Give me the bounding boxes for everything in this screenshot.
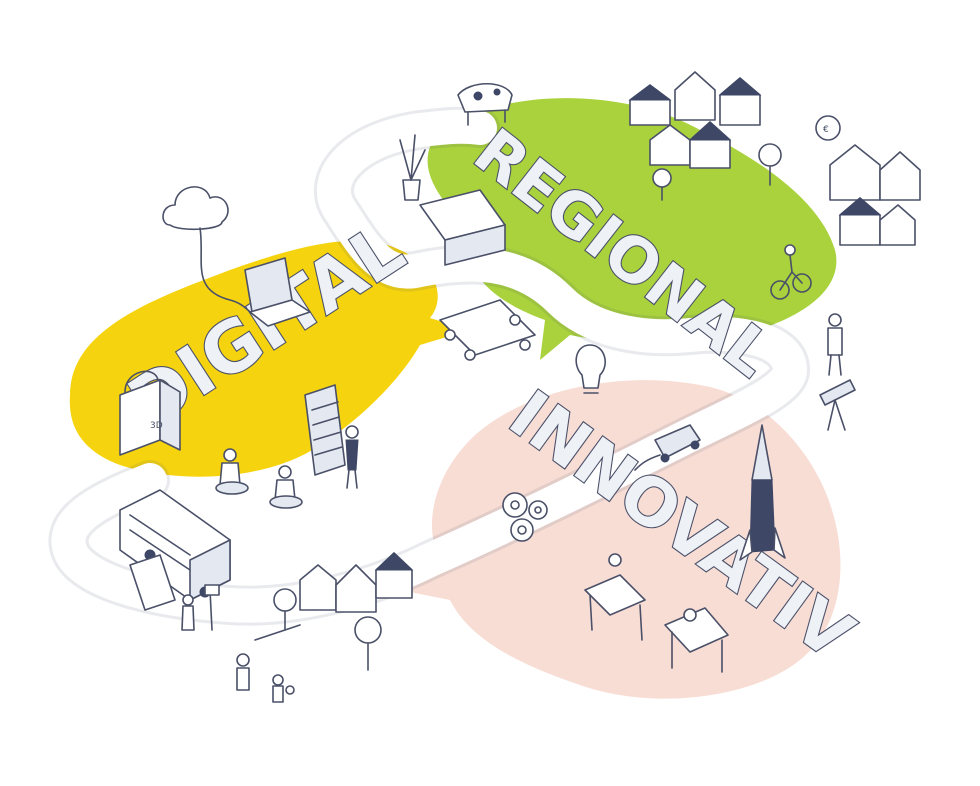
house-icon xyxy=(628,84,672,126)
work-desks xyxy=(584,553,729,673)
tree-icon-3 xyxy=(273,588,297,631)
houses-bottom xyxy=(299,552,414,613)
rocket-icon xyxy=(739,424,786,561)
cow-icon xyxy=(457,83,513,126)
printer-3d-label: 3D xyxy=(150,421,163,431)
person-seated xyxy=(215,448,249,495)
village xyxy=(628,71,921,246)
tree-icon-4 xyxy=(354,616,382,671)
road-surface xyxy=(51,109,808,623)
plant xyxy=(399,134,426,201)
tree-icon-2 xyxy=(652,168,672,201)
telescope xyxy=(819,379,856,431)
gear-icon xyxy=(502,492,548,542)
desk-group xyxy=(419,189,506,266)
laptop-icon xyxy=(244,257,311,327)
bus-stop xyxy=(129,554,220,631)
tree-icon xyxy=(758,143,782,186)
person-standing xyxy=(345,425,359,489)
euro-symbol: € xyxy=(823,125,829,135)
cloud-icon xyxy=(162,186,271,321)
bookshelf-terminal xyxy=(304,384,346,476)
bus-icon xyxy=(119,489,231,601)
lightbulb-icon xyxy=(575,344,606,394)
euro-coin-icon: € xyxy=(815,115,841,141)
bicycle-icon xyxy=(770,244,812,300)
family-group xyxy=(181,594,301,703)
innovativ-bubble xyxy=(400,380,841,699)
car-icon xyxy=(634,424,701,471)
person-hiker xyxy=(827,313,843,376)
printer-3d-icon: 3D xyxy=(119,370,181,456)
person-seated-2 xyxy=(269,465,303,509)
meeting-table xyxy=(439,299,536,361)
